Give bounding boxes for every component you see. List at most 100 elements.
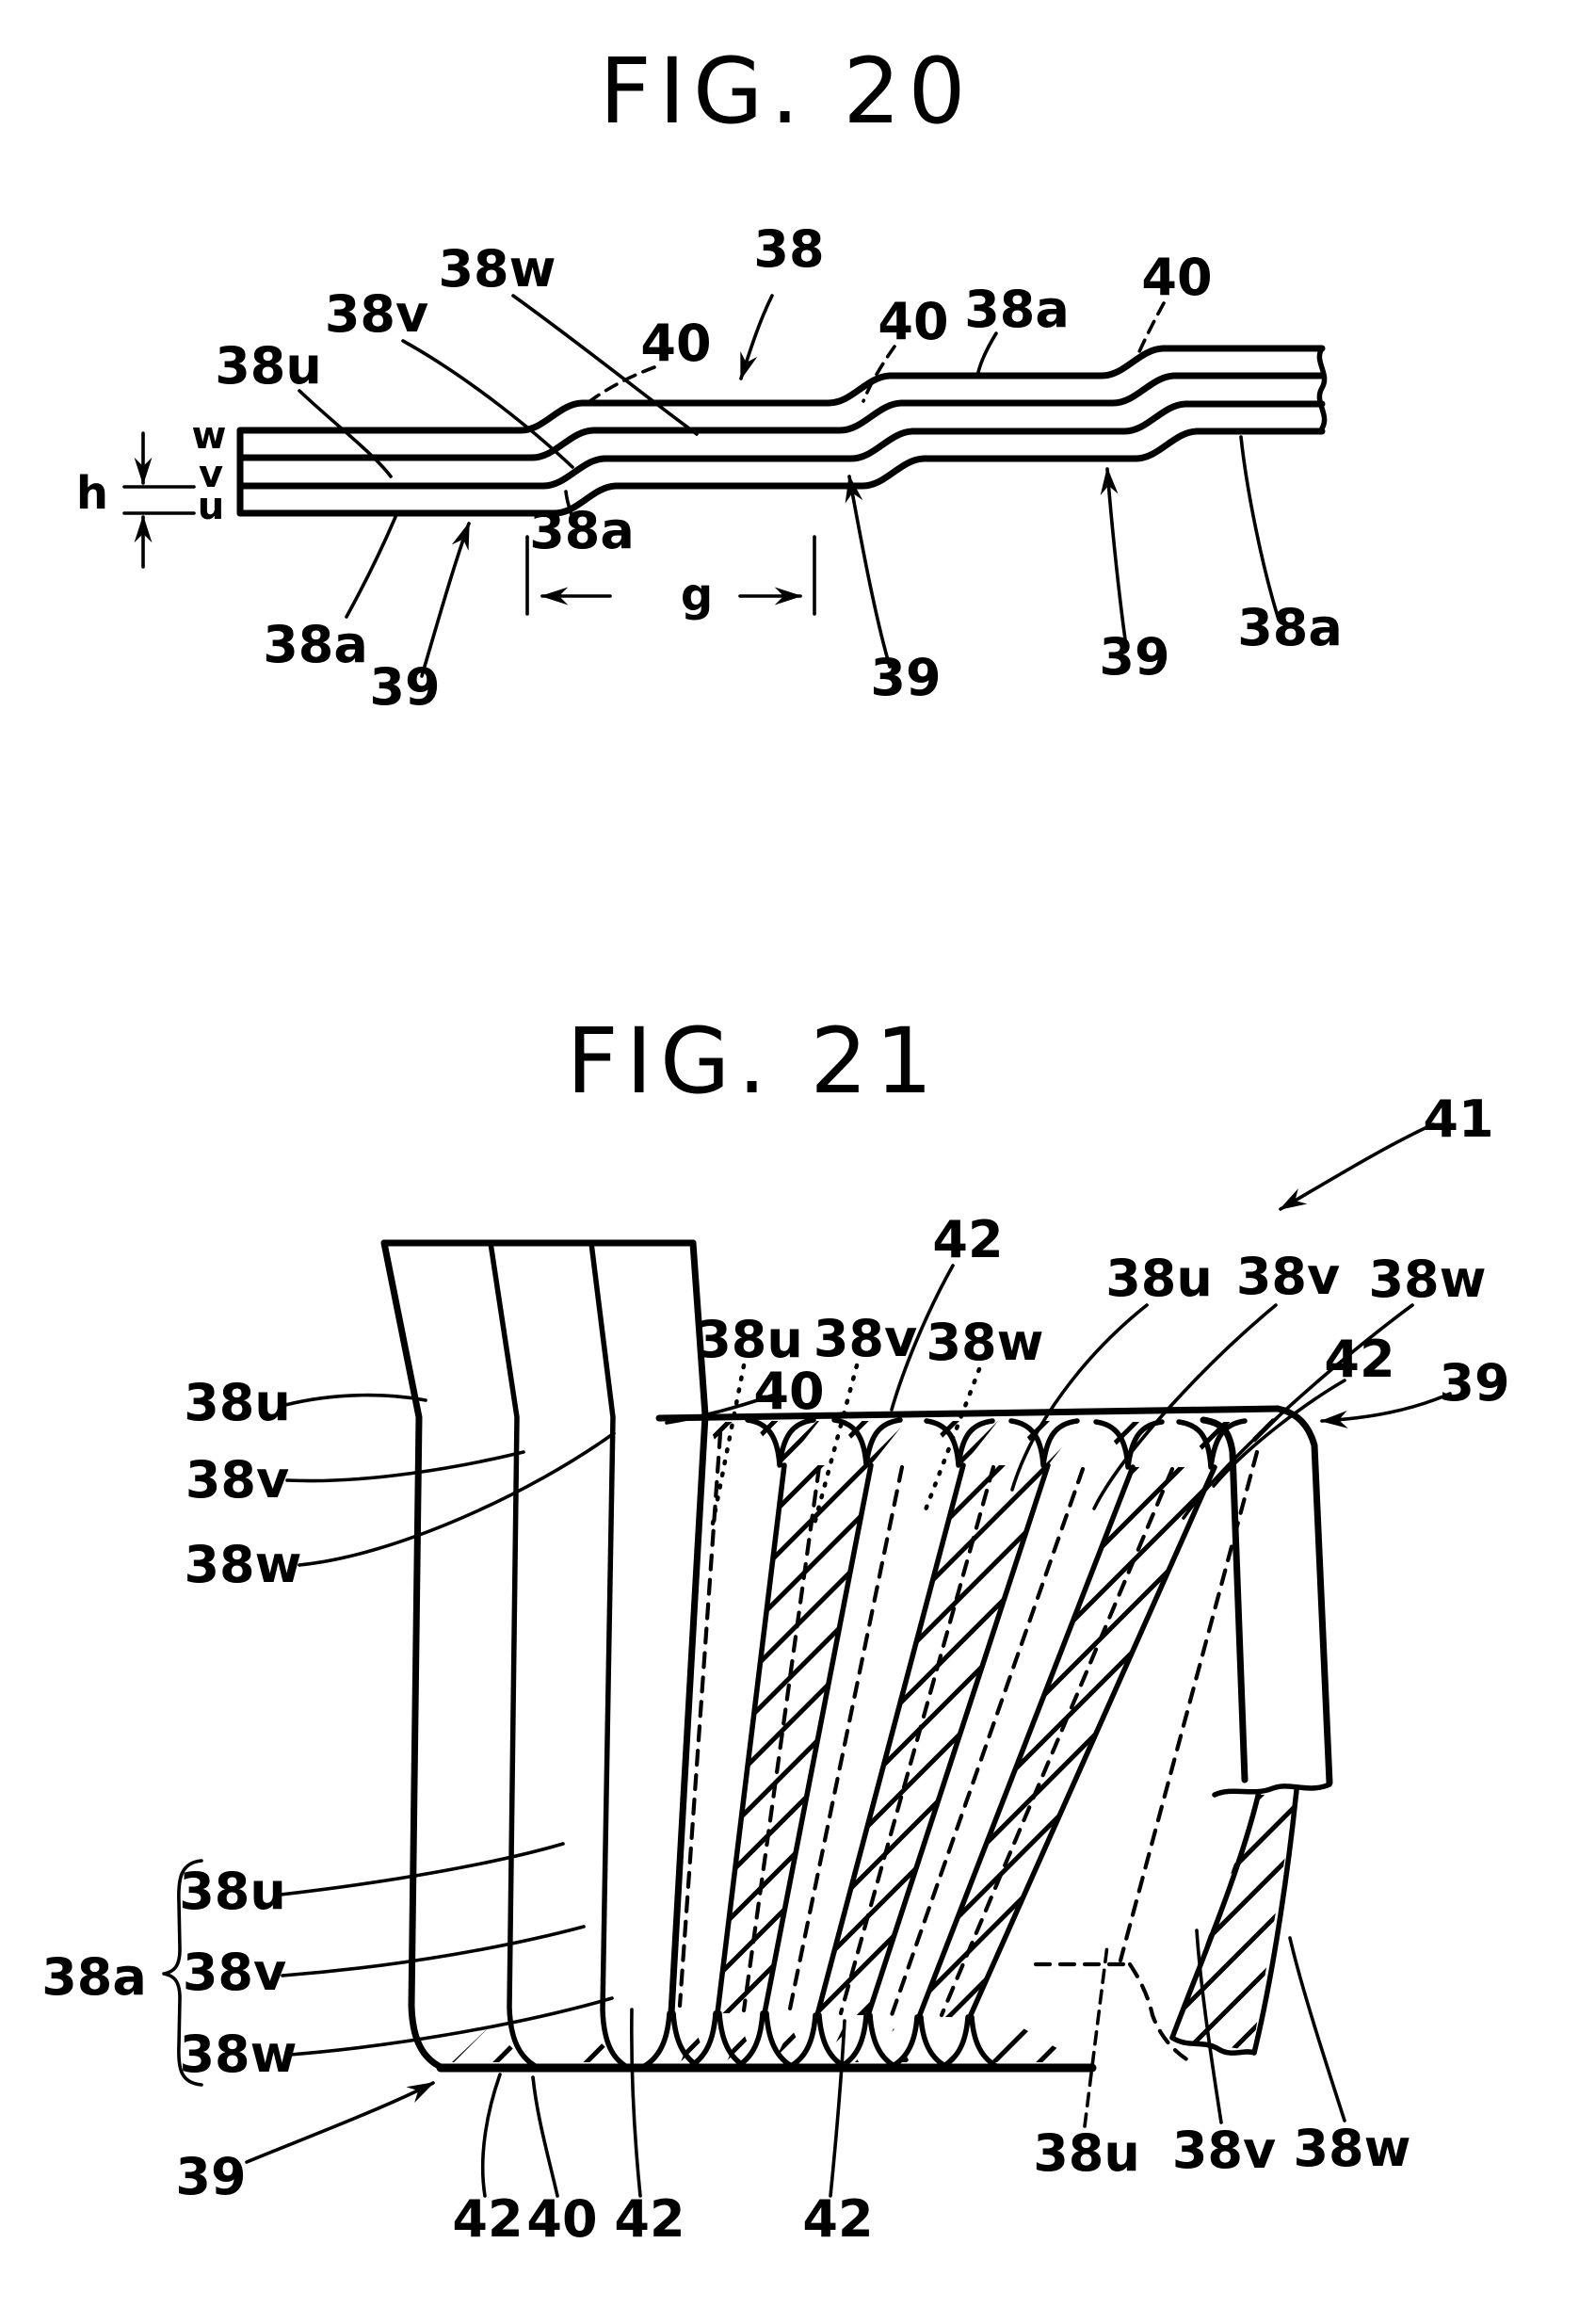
fig20-strip-drawing	[236, 345, 1328, 517]
fig21-label-38w-brace: 38w	[179, 2025, 297, 2084]
fig21-right-strip	[1169, 1405, 1333, 2056]
fig21-label-40-bottom: 40	[526, 2189, 597, 2249]
leader-39-3	[1100, 466, 1128, 648]
fig20-h-dimension: h w v u	[76, 414, 227, 569]
leader-42-center	[890, 1264, 955, 1412]
layer-letter-u: u	[198, 485, 224, 528]
strip-bottom-line	[236, 428, 1326, 517]
fig21-label-38v-bottomright: 38v	[1172, 2121, 1276, 2180]
leader-41	[1279, 1122, 1435, 1211]
strip-right-break	[1316, 346, 1328, 434]
leader-42-bottom-2	[630, 2008, 642, 2198]
drape-left-edge	[1169, 1789, 1262, 2041]
fig21-title: FIG. 21	[566, 1009, 940, 1114]
leader-42-right	[1212, 1379, 1346, 1488]
leader-39-2	[845, 474, 892, 669]
leader-40-center	[665, 1394, 774, 1425]
fig20-label-38a-top: 38a	[964, 280, 1070, 339]
fig20-title: FIG. 20	[599, 39, 973, 144]
fig21-label-38w-bottomright: 38w	[1293, 2119, 1410, 2178]
right-strip-inner-edge	[1200, 1416, 1249, 1783]
fig20-label-40-1: 40	[640, 314, 711, 373]
leader-38a-mid	[564, 490, 576, 525]
leader-38u-topright	[1010, 1303, 1149, 1492]
fig20-label-38a-mid: 38a	[529, 501, 635, 560]
leader-38v-brace	[281, 1925, 586, 1977]
hatch-band-1	[717, 1465, 871, 2013]
leader-38w-left	[298, 1431, 616, 1567]
leader-38w	[511, 294, 699, 436]
fig21-label-38v-brace: 38v	[183, 1943, 286, 2002]
fig20-reference-labels: 38u 38v 38w 38 40 40 40 38a 38a 38a 38a …	[215, 219, 1343, 717]
leader-38w-center	[922, 1366, 982, 1515]
fig20-label-39-3: 39	[1099, 627, 1169, 686]
drape-bottom-edge	[1169, 2035, 1257, 2056]
leader-38v-topright	[1092, 1303, 1278, 1510]
fig21-label-38w-topright: 38w	[1368, 1250, 1486, 1309]
leader-38v-bottomright	[1195, 1929, 1223, 2124]
body-top-edge	[655, 1405, 1281, 1422]
layer-letter-w: w	[192, 414, 227, 458]
fig21-label-42-bottom-2: 42	[614, 2189, 685, 2249]
leader-38u-brace	[279, 1842, 565, 1896]
fig21-label-42-center: 42	[932, 1210, 1003, 1269]
fig21-leader-lines	[245, 1122, 1452, 2198]
fig20-label-38: 38	[753, 219, 824, 279]
fig21-label-38w-center: 38w	[926, 1313, 1043, 1372]
right-strip-break-line	[1212, 1782, 1332, 1798]
leader-38u-bottomright	[1083, 1944, 1109, 2128]
fig21-reference-labels: 41 42 38u 38v 38w 42 39 38u 38v 38w 40 3…	[41, 1089, 1509, 2249]
fig20-label-40-2: 40	[878, 292, 948, 351]
fig21-label-42-bottom-3: 42	[802, 2189, 873, 2249]
leader-42-bottom-3	[829, 2019, 846, 2198]
fig21-bundle-body	[436, 1405, 1281, 2073]
fig21-hatched-faces	[452, 1418, 1296, 2062]
leader-38a-left	[345, 515, 397, 619]
fig21-label-40-center: 40	[753, 1362, 824, 1421]
drape-right-edge	[1251, 1787, 1299, 2056]
fig21-label-38v-center: 38v	[814, 1309, 917, 1368]
strip-top-line	[236, 345, 1326, 434]
fig20-leader-lines	[298, 294, 1281, 678]
fig21-label-41: 41	[1423, 1089, 1493, 1149]
fig21: FIG. 21	[41, 1009, 1509, 2249]
strip-wv-line	[236, 372, 1326, 461]
dim-g-label: g	[681, 569, 713, 621]
strip-vu-line	[236, 400, 1326, 490]
hatch-band-2	[817, 1465, 1048, 2015]
fig20-label-38w: 38w	[438, 239, 556, 299]
leader-38v-left	[285, 1450, 525, 1483]
fig21-label-39-right: 39	[1439, 1353, 1509, 1412]
layer-letter-v: v	[199, 453, 223, 496]
leader-40-1	[586, 365, 656, 405]
fig21-label-38u-topright: 38u	[1105, 1249, 1213, 1308]
leader-38a-right	[1239, 435, 1281, 621]
body-top-necks	[745, 1417, 1248, 1470]
fig21-label-38w-left: 38w	[184, 1535, 301, 1594]
fig21-label-38u-center: 38u	[696, 1310, 803, 1369]
leader-38a-top	[975, 331, 998, 379]
fig21-label-38a: 38a	[41, 1947, 147, 2007]
fig21-label-39-bottomleft: 39	[175, 2147, 246, 2206]
fig21-label-38u-brace: 38u	[179, 1862, 286, 1921]
leader-38u	[298, 389, 393, 478]
fig21-label-38u-left: 38u	[184, 1373, 291, 1432]
fig20-label-38a-left: 38a	[263, 615, 368, 674]
fig21-left-tab	[380, 1239, 709, 2072]
leader-38v-center	[811, 1363, 860, 1530]
fig20-label-38v: 38v	[325, 284, 428, 344]
leader-38w-bottomright	[1288, 1936, 1346, 2122]
leader-40-2	[862, 345, 896, 403]
fig20-label-39-2: 39	[870, 648, 941, 707]
fig21-label-42-right: 42	[1324, 1330, 1394, 1389]
fig20-label-38a-right: 38a	[1237, 598, 1343, 657]
leader-42-bottom-1	[480, 2073, 502, 2198]
leader-39-bottomleft	[245, 2081, 435, 2164]
leader-39-1	[420, 522, 471, 678]
leader-40-3	[1136, 301, 1166, 358]
brace-38a	[162, 1859, 203, 2087]
fig20: FIG. 20 h w v u g	[76, 39, 1343, 717]
leader-38-arrow	[739, 294, 774, 380]
